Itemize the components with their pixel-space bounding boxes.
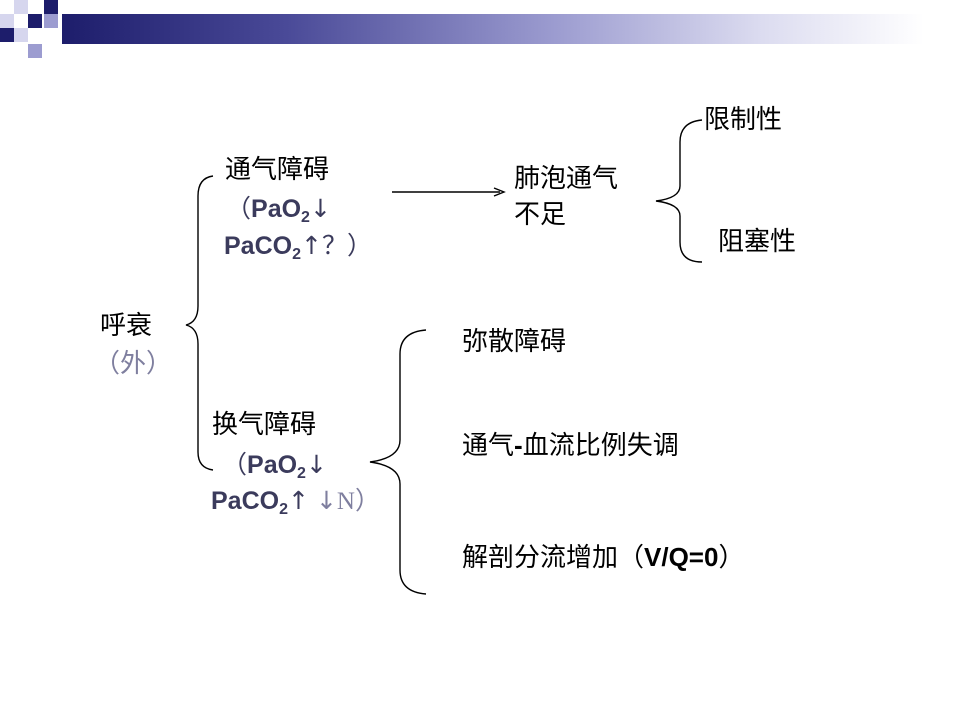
subscript: 2 (292, 246, 301, 263)
header-square (0, 14, 14, 28)
obstructive-label: 阻塞性 (718, 227, 797, 257)
ventilation-paco2: PaCO2↑？） (224, 230, 372, 263)
down-arrow: ↓ (315, 486, 337, 515)
exchange-pao2: （PaO2↓ (222, 449, 327, 482)
pao-text: PaO (247, 451, 298, 479)
restrictive-label: 限制性 (704, 105, 783, 135)
header-square (14, 0, 28, 14)
down-arrow: ↓ (305, 450, 327, 479)
paren-open: （ (222, 450, 248, 479)
exchange-paco2: PaCO2↑↓N） (211, 485, 380, 518)
paren-close: ） (354, 486, 380, 515)
down-arrow: ↓ (309, 194, 331, 223)
subscript: 2 (297, 465, 306, 482)
header-square (28, 44, 42, 58)
subscript: 2 (279, 501, 288, 518)
arrow-head (493, 187, 506, 197)
paren-tail: ？） (321, 231, 372, 260)
vq-suffix: 血流比例失调 (522, 431, 679, 461)
vq-prefix: 通气 (462, 431, 515, 461)
ventilation-pao2: （PaO2↓ (226, 193, 331, 226)
alveolar-label-line2: 不足 (514, 200, 567, 230)
header-gradient-bar (62, 14, 960, 44)
shunt-suffix: ） (718, 543, 745, 573)
root-label: 呼衰 (100, 311, 153, 341)
header-square (0, 28, 14, 42)
header-square (14, 28, 28, 42)
root-note: （外） (94, 349, 173, 379)
ventilation-disorder-label: 通气障碍 (225, 155, 330, 185)
pao-text: PaO (251, 195, 302, 223)
up-arrow: ↑ (301, 231, 322, 260)
diffusion-disorder-label: 弥散障碍 (462, 327, 567, 357)
normal-n: N (336, 488, 355, 515)
shunt-label: 解剖分流增加（V/Q=0） (462, 541, 744, 574)
alveolar-label-line1: 肺泡通气 (514, 164, 619, 194)
header-square (28, 14, 42, 28)
vq-dash: - (514, 430, 523, 460)
subscript: 2 (301, 209, 310, 226)
brace-alveolar-types (655, 119, 703, 263)
shunt-prefix: 解剖分流增加（ (462, 543, 645, 573)
paco-text: PaCO (224, 232, 293, 260)
paco-text: PaCO (211, 487, 280, 515)
header-square (44, 14, 58, 28)
paren-open: （ (226, 194, 252, 223)
header-square (44, 0, 58, 14)
vq-mismatch-label: 通气-血流比例失调 (462, 429, 679, 462)
brace-root (185, 175, 214, 471)
exchange-disorder-label: 换气障碍 (212, 410, 317, 440)
up-arrow: ↑ (288, 486, 309, 515)
brace-exchange-causes (369, 329, 427, 595)
shunt-formula: V/Q=0 (644, 542, 719, 572)
